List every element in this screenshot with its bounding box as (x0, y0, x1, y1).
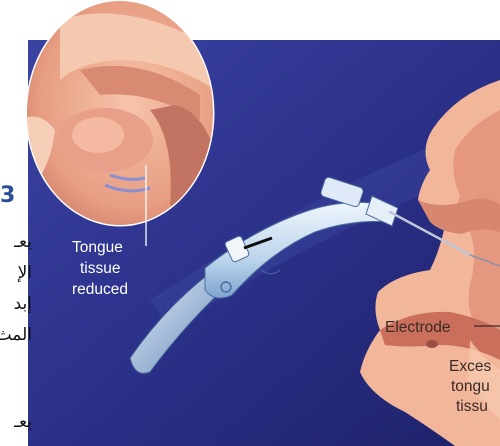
side-text-line-1: يعـ (14, 232, 32, 252)
side-text-line-4: المث (0, 325, 32, 345)
side-text-line-2: الإ (18, 263, 32, 283)
side-text-line-5: يعـ (14, 412, 32, 432)
excess-label-line-1: Exces (449, 357, 491, 376)
inset-label-line-1: Tongue (72, 238, 123, 257)
section-number: 3 (0, 183, 15, 208)
inset-label-line-2: tissue (80, 259, 121, 278)
electrode-label: Electrode (385, 318, 450, 337)
inset-label-line-3: reduced (72, 280, 128, 299)
excess-label-line-3: tissu (456, 397, 488, 416)
side-text-line-3: إبد (14, 294, 32, 314)
excess-label-line-2: tongu (451, 377, 490, 396)
